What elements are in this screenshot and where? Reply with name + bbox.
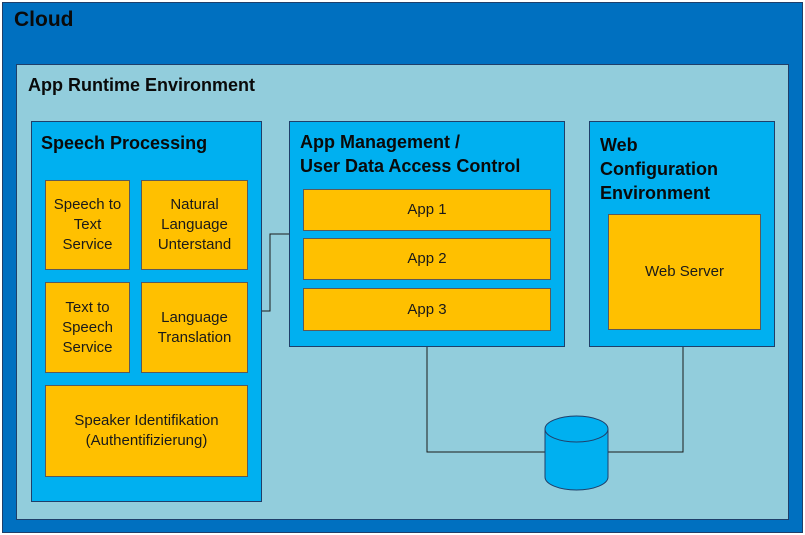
app-to-db-connector: [426, 347, 545, 453]
speaker-identification-box: Speaker Identifikation (Authentifizierun…: [45, 385, 248, 477]
speech-processing-title: Speech Processing: [41, 133, 208, 153]
speech-to-app-connector: [262, 233, 290, 312]
natural-language-box: Natural Language Unterstand: [141, 180, 248, 270]
cloud-title: Cloud: [14, 8, 74, 31]
app-3-box: App 3: [303, 288, 551, 331]
web-server-box: Web Server: [608, 214, 761, 330]
runtime-title: App Runtime Environment: [28, 75, 256, 95]
database-cylinder-icon: [544, 415, 609, 491]
web-to-db-connector: [608, 347, 684, 453]
app-management-title: App Management / User Data Access Contro…: [300, 132, 521, 176]
speech-to-text-box: Speech to Text Service: [45, 180, 130, 270]
web-configuration-title: Web Configuration Environment: [600, 135, 718, 203]
language-translation-box: Language Translation: [141, 282, 248, 373]
app-2-box: App 2: [303, 238, 551, 280]
text-to-speech-box: Text to Speech Service: [45, 282, 130, 373]
app-1-box: App 1: [303, 189, 551, 231]
